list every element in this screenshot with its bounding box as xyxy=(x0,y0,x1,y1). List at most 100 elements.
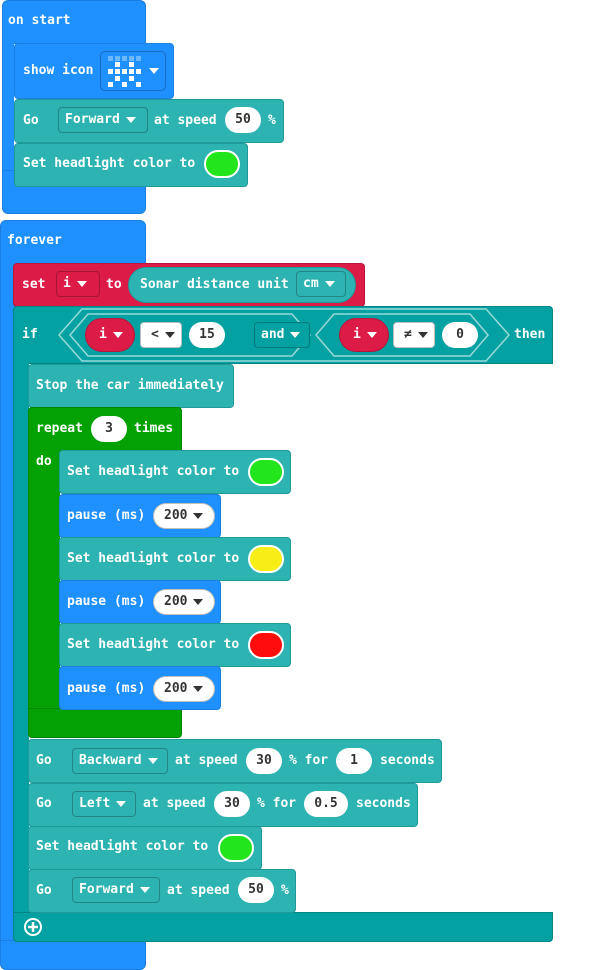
variable-name: i xyxy=(63,276,71,291)
headlight-label: Set headlight color to xyxy=(67,464,240,479)
at-speed-label: at speed xyxy=(154,113,217,128)
unit-dropdown[interactable]: cm xyxy=(296,271,346,297)
do-label: do xyxy=(36,454,52,469)
percent-for-label: % for xyxy=(257,796,297,811)
cond2-operator-dropdown[interactable]: ≠ xyxy=(393,322,435,348)
cond1-operator: < xyxy=(151,327,159,342)
on-start-label: on start xyxy=(8,13,71,28)
pause-label: pause (ms) xyxy=(67,594,146,609)
chevron-down-icon xyxy=(147,757,158,764)
direction-dropdown[interactable]: Left xyxy=(72,791,136,817)
add-else-icon[interactable] xyxy=(23,917,43,937)
forever-footer xyxy=(0,940,146,970)
color-picker[interactable] xyxy=(218,834,254,862)
on-start-block[interactable] xyxy=(2,0,146,44)
pause-value: 200 xyxy=(164,681,188,696)
stop-car-label: Stop the car immediately xyxy=(36,378,224,393)
headlight-label: Set headlight color to xyxy=(36,839,209,854)
color-picker[interactable] xyxy=(248,631,284,659)
and-label: and xyxy=(261,327,285,342)
pause-value-dropdown[interactable]: 200 xyxy=(153,503,215,529)
color-picker[interactable] xyxy=(248,458,284,486)
direction-dropdown[interactable]: Backward xyxy=(72,748,168,774)
pause-label: pause (ms) xyxy=(67,508,146,523)
repeat-body xyxy=(28,450,60,720)
repeat-label: repeat xyxy=(36,421,83,436)
go-label: Go xyxy=(36,796,52,811)
cond2-var-dropdown[interactable]: i xyxy=(346,322,384,348)
speed-input[interactable]: 30 xyxy=(214,791,250,817)
color-picker[interactable] xyxy=(248,545,284,573)
pause-value-dropdown[interactable]: 200 xyxy=(153,676,215,702)
forever-block[interactable] xyxy=(0,220,146,264)
direction-dropdown[interactable]: Forward xyxy=(58,107,148,133)
direction-value: Forward xyxy=(65,112,120,127)
speed-input[interactable]: 30 xyxy=(246,748,282,774)
and-dropdown[interactable]: and xyxy=(254,322,310,348)
seconds-label: seconds xyxy=(356,796,411,811)
chevron-down-icon xyxy=(324,280,335,287)
unit-value: cm xyxy=(303,276,319,291)
if-footer xyxy=(13,912,553,942)
at-speed-label: at speed xyxy=(175,753,238,768)
chevron-down-icon xyxy=(193,598,204,605)
headlight-label: Set headlight color to xyxy=(67,551,240,566)
duration-input[interactable]: 0.5 xyxy=(304,791,348,817)
forever-label: forever xyxy=(7,233,62,248)
headlight-label: Set headlight color to xyxy=(23,156,196,171)
cond2-value-input[interactable]: 0 xyxy=(442,322,478,348)
sonar-label: Sonar distance unit xyxy=(140,277,289,292)
percent-label: % xyxy=(268,113,276,128)
percent-for-label: % for xyxy=(289,753,329,768)
go-label: Go xyxy=(36,753,52,768)
cond2-operator: ≠ xyxy=(404,327,412,342)
chevron-down-icon xyxy=(76,280,87,287)
direction-value: Left xyxy=(79,796,111,811)
cond1-var-dropdown[interactable]: i xyxy=(92,322,130,348)
chevron-down-icon xyxy=(290,331,301,338)
cond1-value-input[interactable]: 15 xyxy=(189,322,225,348)
cond1-var-name: i xyxy=(99,327,107,342)
chevron-down-icon xyxy=(125,116,136,123)
show-icon-label: show icon xyxy=(23,63,94,78)
repeat-count-input[interactable]: 3 xyxy=(91,416,127,442)
chevron-down-icon xyxy=(139,886,150,893)
duration-input[interactable]: 1 xyxy=(336,748,372,774)
chevron-down-icon xyxy=(164,331,175,338)
if-label: if xyxy=(22,327,38,342)
chevron-down-icon xyxy=(417,331,428,338)
cond1-operator-dropdown[interactable]: < xyxy=(140,322,182,348)
pause-value: 200 xyxy=(164,594,188,609)
repeat-footer xyxy=(28,708,182,738)
led-matrix-icon xyxy=(108,56,141,87)
to-label: to xyxy=(106,277,122,292)
times-label: times xyxy=(134,421,174,436)
go-label: Go xyxy=(36,883,52,898)
if-body-left xyxy=(13,363,29,923)
direction-dropdown[interactable]: Forward xyxy=(72,877,160,903)
percent-label: % xyxy=(281,883,289,898)
chevron-down-icon xyxy=(149,68,159,74)
headlight-label: Set headlight color to xyxy=(67,637,240,652)
set-label: set xyxy=(22,277,46,292)
at-speed-label: at speed xyxy=(143,796,206,811)
on-start-body xyxy=(2,43,14,173)
pause-value-dropdown[interactable]: 200 xyxy=(153,589,215,615)
chevron-down-icon xyxy=(193,512,204,519)
forever-body xyxy=(0,263,16,963)
direction-value: Forward xyxy=(79,882,134,897)
variable-dropdown[interactable]: i xyxy=(56,271,100,297)
icon-picker-dropdown[interactable] xyxy=(100,51,166,91)
pause-label: pause (ms) xyxy=(67,681,146,696)
chevron-down-icon xyxy=(193,685,204,692)
seconds-label: seconds xyxy=(380,753,435,768)
go-label: Go xyxy=(23,113,39,128)
stop-car-block[interactable] xyxy=(28,364,234,408)
chevron-down-icon xyxy=(366,331,377,338)
color-picker[interactable] xyxy=(204,150,240,178)
direction-value: Backward xyxy=(79,753,142,768)
chevron-down-icon xyxy=(116,800,127,807)
speed-input[interactable]: 50 xyxy=(238,877,274,903)
speed-input[interactable]: 50 xyxy=(225,107,261,133)
at-speed-label: at speed xyxy=(167,883,230,898)
